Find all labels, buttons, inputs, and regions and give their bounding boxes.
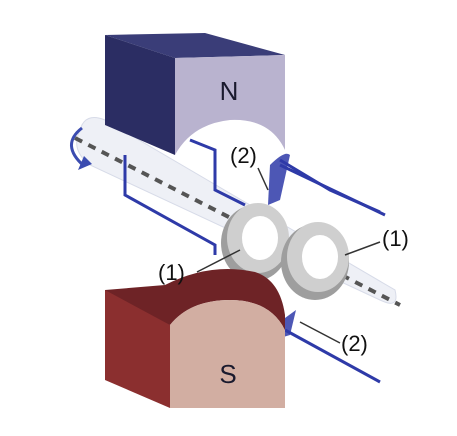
rotation-arrowhead-icon: [78, 156, 92, 170]
label-ring-left: (1): [158, 260, 185, 285]
north-magnet: N: [105, 33, 285, 155]
label-slip-ring-top: (2): [230, 143, 257, 168]
brush-top: [268, 153, 290, 205]
rotation-arrow-icon: [70, 126, 86, 168]
leader-lines: [196, 167, 381, 344]
slip-ring-left: [221, 203, 289, 281]
north-magnet-side: [105, 35, 175, 155]
coil-wire: [123, 138, 386, 384]
slip-ring-right: [281, 222, 349, 300]
north-pole-label: N: [220, 76, 239, 106]
south-magnet-side: [105, 290, 170, 408]
label-slip-ring-bottom: (2): [341, 331, 368, 356]
south-magnet: S: [105, 268, 285, 408]
south-magnet-front: [170, 300, 285, 408]
label-ring-right: (1): [382, 226, 409, 251]
south-pole-label: S: [219, 359, 236, 389]
north-magnet-top: [105, 33, 285, 58]
north-magnet-front: [175, 55, 285, 155]
